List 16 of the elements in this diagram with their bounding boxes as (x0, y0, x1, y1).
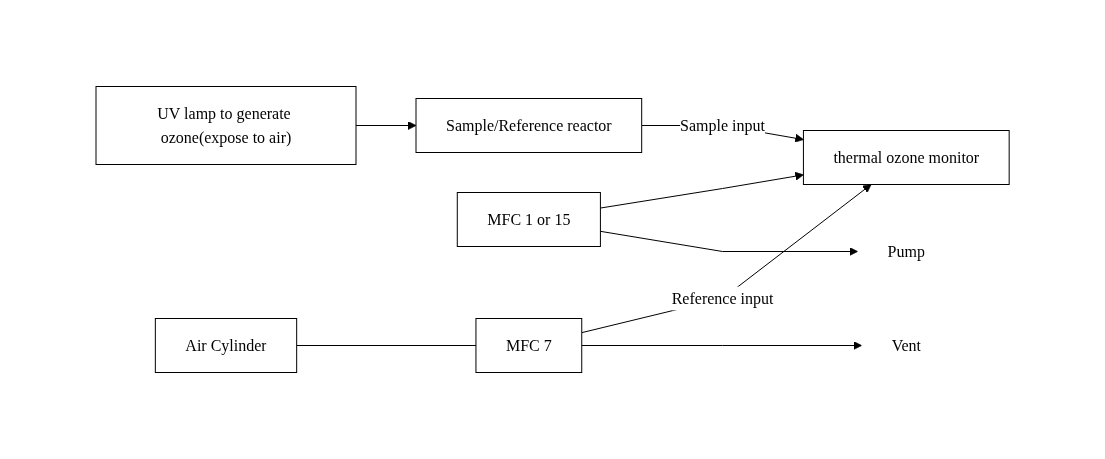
node-box: MFC 1 or 15 (456, 192, 601, 247)
arrow (581, 184, 872, 334)
edge-label: Reference input (671, 289, 774, 307)
node-box: UV lamp to generate ozone(expose to air) (95, 86, 357, 165)
arrow (581, 341, 862, 350)
node-box: Sample/Reference reactor (415, 98, 643, 153)
node-box: Air Cylinder (154, 318, 298, 373)
node-box: thermal ozone monitor (802, 130, 1010, 185)
connector (296, 345, 477, 346)
arrow (599, 171, 804, 209)
edge-label: Sample input (680, 116, 765, 134)
node-text: Pump (887, 242, 925, 260)
arrow (355, 121, 417, 130)
node-box: MFC 7 (475, 318, 583, 373)
node-text: Vent (891, 336, 921, 354)
arrow (599, 230, 858, 256)
